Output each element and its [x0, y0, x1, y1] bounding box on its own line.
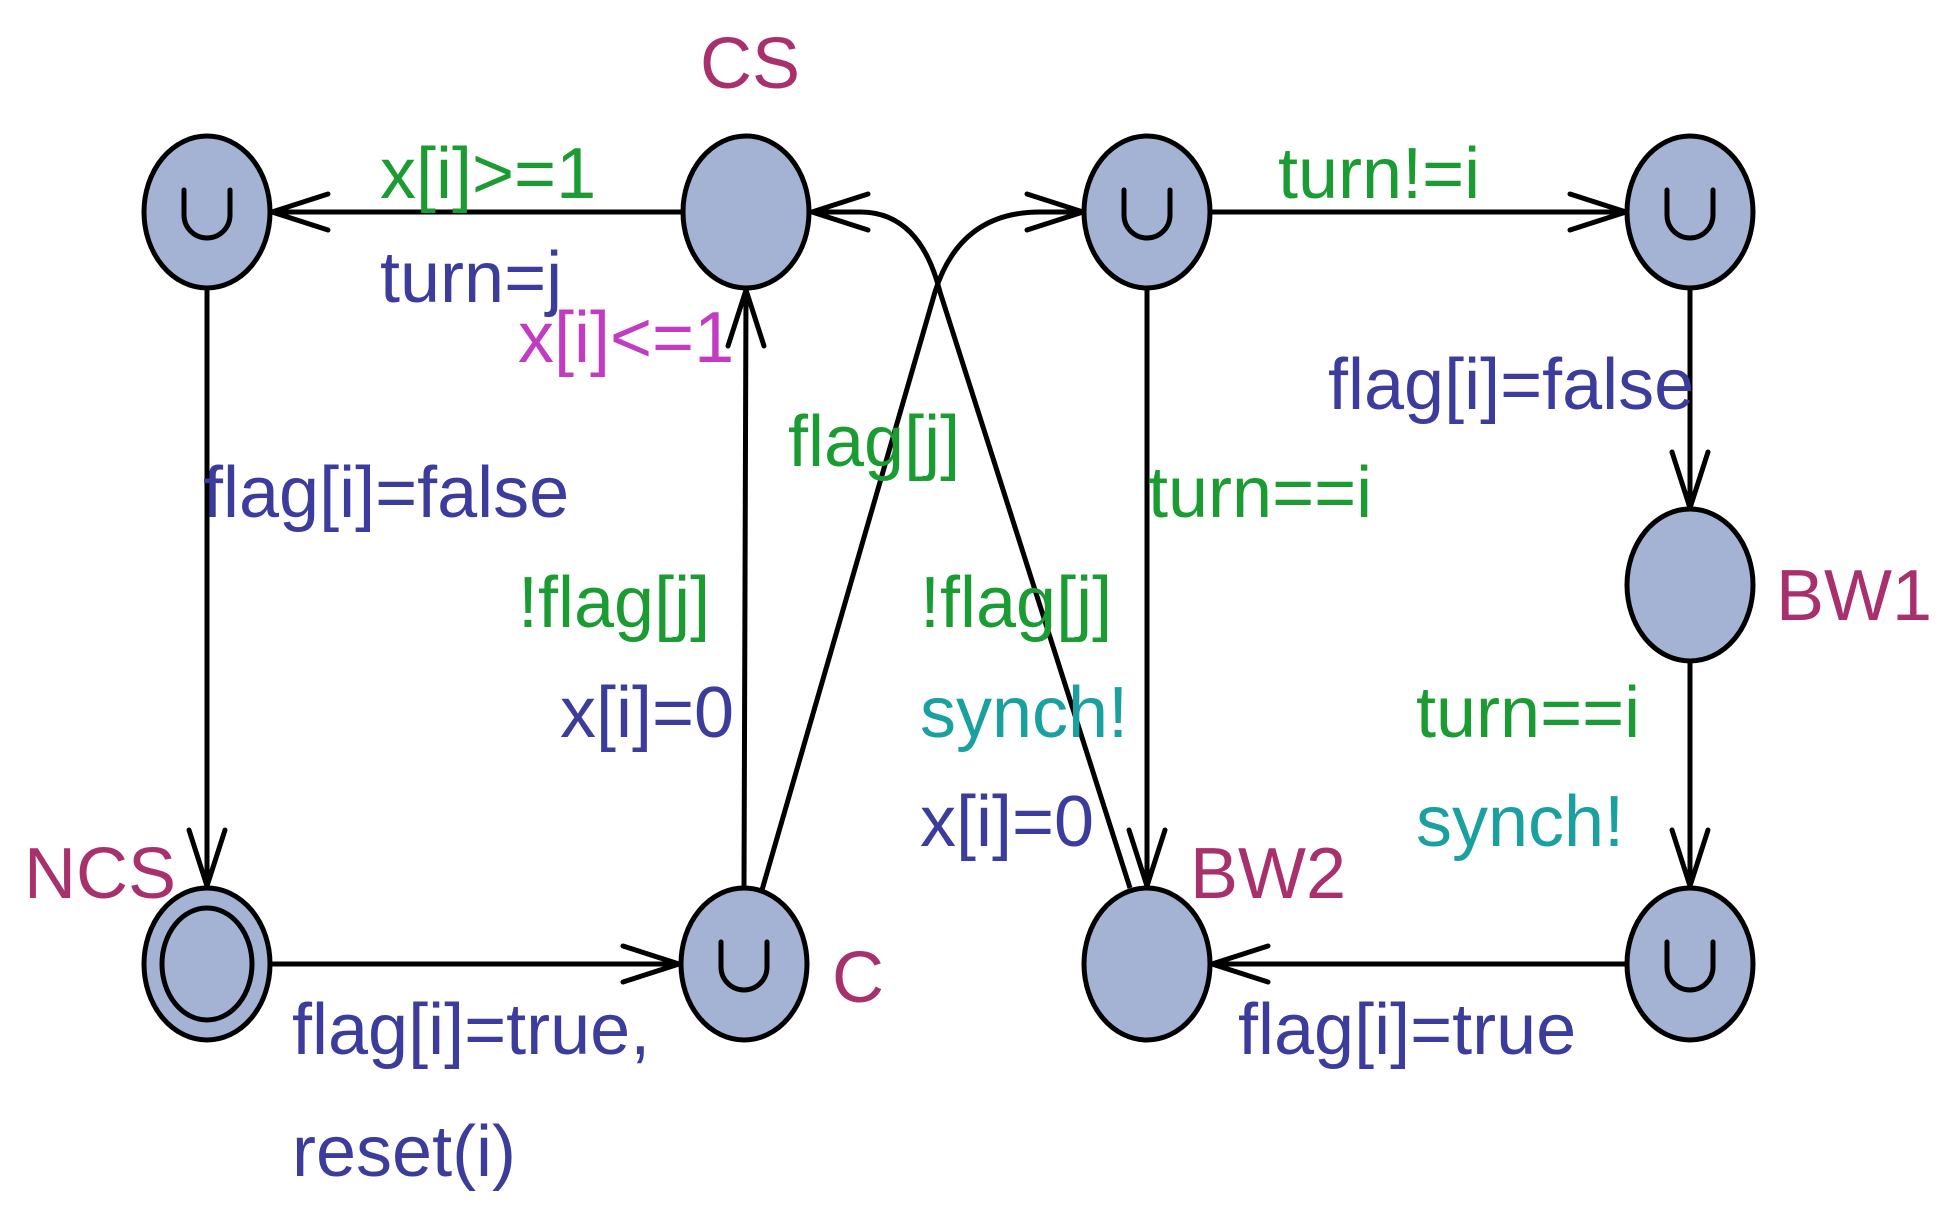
assignment-label: reset(i) [292, 1112, 516, 1192]
invariant-label: x[i]<=1 [518, 298, 734, 378]
location-ncs [141, 885, 273, 1043]
guard-label: !flag[j] [518, 563, 710, 643]
location-top-mid [1081, 133, 1213, 291]
edge-top-mid-to-bw2 [1126, 290, 1168, 889]
location-c [678, 885, 810, 1043]
urgent-marker-icon [1121, 187, 1173, 241]
guard-label: x[i]>=1 [380, 134, 596, 214]
location-cs [680, 133, 812, 291]
assignment-label: turn=j [380, 238, 562, 318]
sync-label: synch! [920, 673, 1128, 753]
assignment-label: x[i]=0 [560, 673, 734, 753]
location-top-left [141, 133, 273, 291]
edge-bottom-right-to-bw2 [1209, 943, 1626, 985]
location-name-ncs: NCS [24, 834, 176, 914]
edge-ncs-to-c [272, 943, 682, 985]
edge-c-to-cs [725, 287, 767, 887]
initial-marker-icon [159, 905, 255, 1023]
edge-top-left-to-ncs [186, 290, 228, 889]
assignment-label: flag[i]=true, [292, 990, 650, 1070]
location-name-bw1: BW1 [1776, 556, 1932, 636]
assignment-label: flag[i]=false [1328, 345, 1694, 425]
urgent-marker-icon [181, 187, 233, 241]
location-top-right [1624, 133, 1756, 291]
edge-bw2-to-cs [809, 191, 1133, 889]
edge-bw1-to-bottom-right [1669, 662, 1711, 889]
location-name-c: C [832, 938, 884, 1018]
urgent-marker-icon [718, 939, 770, 993]
guard-label: flag[j] [788, 402, 960, 482]
urgent-marker-icon [1664, 939, 1716, 993]
location-name-cs: CS [700, 24, 800, 104]
guard-label: turn!=i [1278, 134, 1480, 214]
location-bw2 [1081, 885, 1213, 1043]
guard-label: turn==i [1148, 453, 1372, 533]
guard-label: !flag[j] [920, 563, 1112, 643]
assignment-label: flag[i]=true [1238, 990, 1576, 1070]
assignment-label: x[i]=0 [920, 782, 1094, 862]
guard-label: turn==i [1416, 673, 1640, 753]
urgent-marker-icon [1664, 187, 1716, 241]
assignment-label: flag[i]=false [203, 453, 569, 533]
sync-label: synch! [1416, 782, 1624, 862]
location-name-bw2: BW2 [1190, 834, 1346, 914]
location-bw1 [1624, 506, 1756, 664]
location-bottom-right [1624, 885, 1756, 1043]
